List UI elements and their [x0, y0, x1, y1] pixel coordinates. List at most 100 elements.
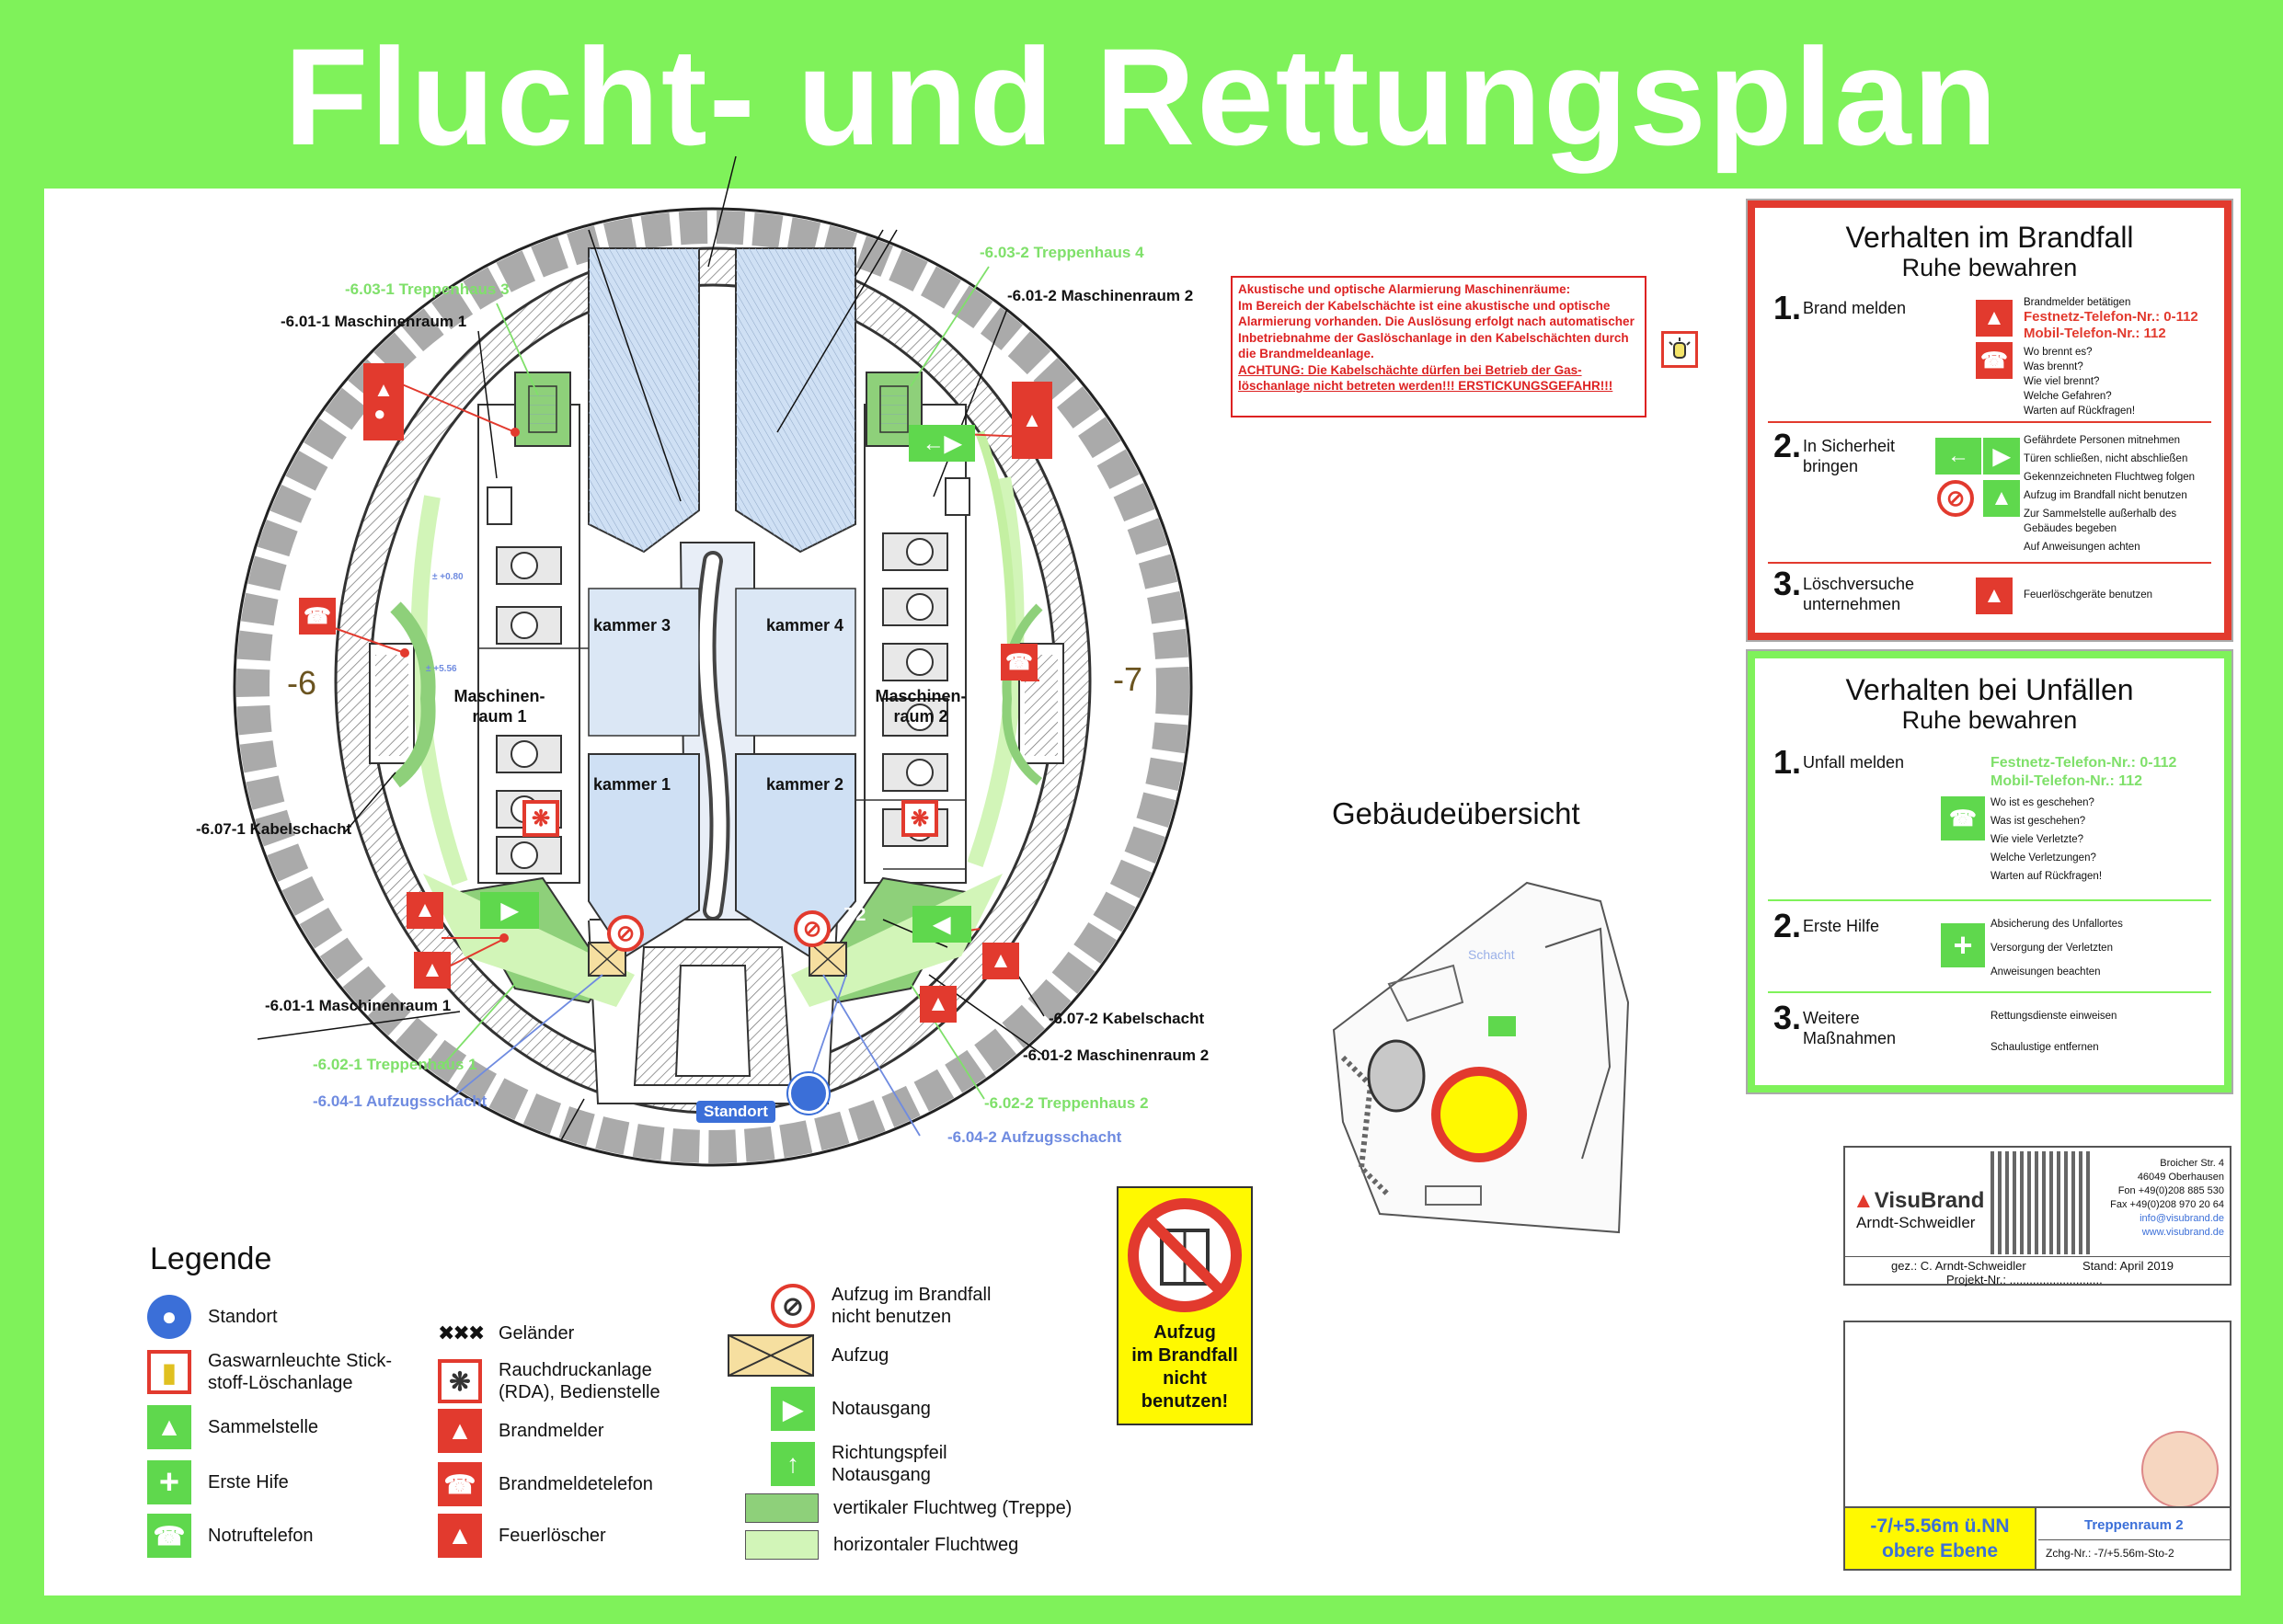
legend-richtung: ↑ Richtungspfeil Notausgang — [771, 1442, 947, 1486]
label-treppenhaus-3: -6.03-1 Treppenhaus 3 — [345, 280, 510, 298]
emergency-exit-arrow-icon: ←▶ — [909, 425, 975, 462]
step-number: 3. — [1773, 565, 1802, 602]
legend-label: Brandmeldetelefon — [499, 1474, 653, 1494]
brandfall-step2-item-7: Auf Anweisungen achten — [2024, 542, 2140, 553]
unfall-step-2: 2. Erste Hilfe — [1773, 909, 1880, 943]
brandfall-step2-item-6: Gebäudes begeben — [2024, 523, 2117, 534]
address-line: Fax +49(0)208 970 20 64 — [2110, 1199, 2224, 1210]
label-kabelschacht-2: -6.07-2 Kabelschacht — [1049, 1010, 1205, 1027]
lift-warning-text: Aufzug im Brandfall nicht benutzen! — [1131, 1322, 1238, 1412]
company-email[interactable]: info@visubrand.de — [2140, 1213, 2224, 1224]
step-label: Unfall melden — [1803, 753, 1905, 772]
legend-label: Notausgang — [832, 1399, 931, 1419]
brandfall-step2-item-5: Zur Sammelstelle außerhalb des — [2024, 509, 2177, 520]
rda-control-icon-left: ❋ — [522, 800, 559, 837]
divider — [1768, 421, 2211, 423]
brandfall-panel: Verhalten im Brandfall Ruhe bewahren 1. … — [1746, 199, 2233, 642]
legend-standort: ● Standort — [147, 1295, 278, 1339]
brandfall-question-2: Was brennt? — [2024, 361, 2083, 372]
horizontal-route-swatch — [745, 1530, 819, 1560]
brandfall-subtitle: Ruhe bewahren — [1901, 254, 2078, 281]
legend-label: Aufzug — [832, 1345, 889, 1366]
legend-label: Standort — [208, 1307, 278, 1327]
label-treppenhaus-2: -6.02-2 Treppenhaus 2 — [984, 1094, 1149, 1112]
vertical-route-swatch — [745, 1493, 819, 1523]
info-box: -7/+5.56m ü.NN obere Ebene Treppenraum 2… — [1843, 1321, 2231, 1571]
current-building — [1440, 1076, 1518, 1153]
unfall-question-1: Wo ist es geschehen? — [1990, 797, 2094, 808]
step-number: 3. — [1773, 999, 1802, 1036]
address-line: Fon +49(0)208 885 530 — [2117, 1185, 2224, 1196]
alarm-heading: Akustische und optische Alarmierung Masc… — [1238, 282, 1571, 296]
overview-title: Gebäudeübersicht — [1332, 796, 1580, 830]
legend-gaswarn: ▮ Gaswarnleuchte Stick- stoff-Löschanlag… — [147, 1350, 392, 1394]
footer-divider — [1845, 1506, 2230, 1508]
lift-warning-sign: Aufzug im Brandfall nicht benutzen! — [1117, 1186, 1253, 1425]
footer-divider-2 — [2038, 1539, 2230, 1540]
alarm-warning: ACHTUNG: Die Kabelschächte dürfen bei Be… — [1238, 362, 1613, 394]
rda-control-icon-right: ❋ — [901, 800, 938, 837]
assembly-point-icon: ▲ — [147, 1405, 191, 1449]
legend-label: Geländer — [499, 1323, 575, 1344]
brandfall-step2-item-4: Aufzug im Brandfall nicht benutzen — [2024, 490, 2187, 501]
elevator-no-fire-icon-left: ⊘ — [607, 915, 644, 952]
legend-aufzugbrand: ⊘ Aufzug im Brandfall nicht benutzen — [771, 1284, 991, 1328]
elevator-no-fire-icon-right: ⊘ — [794, 910, 831, 947]
step-label: Erste Hilfe — [1803, 917, 1880, 935]
step-label: Weitere Maßnahmen — [1803, 1009, 1897, 1047]
label-maschinenraum-2-top: -6.01-2 Maschinenraum 2 — [1007, 287, 1194, 304]
step-number: 1. — [1773, 743, 1802, 781]
brandfall-phone-2: Mobil-Telefon-Nr.: 112 — [2024, 326, 2166, 341]
brandfall-step2-item-2: Türen schließen, nicht abschließen — [2024, 453, 2188, 464]
company-web[interactable]: www.visubrand.de — [2141, 1227, 2224, 1238]
fire-extinguisher-icon: ▲ — [1976, 578, 2013, 614]
unfall-question-5: Warten auf Rückfragen! — [1990, 871, 2103, 882]
label-maschinenraum-1-bottom: -6.01-1 Maschinenraum 1 — [265, 997, 452, 1014]
address-line: 46049 Oberhausen — [2137, 1172, 2224, 1183]
legend-ersthilfe: + Erste Hife — [147, 1460, 289, 1504]
fire-alarm-icon-left: ▲ — [414, 952, 451, 989]
step-label: In Sicherheit bringen — [1803, 437, 1896, 475]
divider — [1768, 562, 2211, 564]
brandfall-step2-item-1: Gefährdete Personen mitnehmen — [2024, 435, 2181, 446]
first-aid-icon: + — [1941, 923, 1985, 967]
footer-zchg: Zchg-Nr.: -7/+5.56m-Sto-2 — [2046, 1547, 2174, 1560]
label-t1: T1 — [568, 905, 591, 925]
legend-label: Gaswarnleuchte Stick- stoff-Löschanlage — [208, 1351, 393, 1393]
label-aufzugsschacht-1: -6.04-1 Aufzugsschacht — [313, 1092, 488, 1110]
brandfall-step-1: 1. Brand melden — [1773, 292, 1906, 325]
overview-schacht-label: Schacht — [1468, 947, 1515, 962]
emergency-phone-icon: ☎ — [147, 1514, 191, 1558]
footer-separator — [2035, 1508, 2036, 1569]
label-maschinenraum-1-room: Maschinen- raum 1 — [453, 687, 545, 726]
fire-alarm-icon: ▲ — [1976, 300, 2013, 337]
fire-alarm-phone-icon: ☎ — [299, 598, 336, 635]
label-maschinenraum-2-bottom: -6.01-2 Maschinenraum 2 — [1023, 1046, 1210, 1064]
label-kammer-3: kammer 3 — [593, 616, 671, 635]
fire-phone-icon: ☎ — [1976, 342, 2013, 379]
neighbour-building — [1367, 1039, 1426, 1113]
company-stand: Stand: April 2019 — [2082, 1259, 2174, 1273]
standort-icon: ● — [147, 1295, 191, 1339]
brandfall-question-5: Warten auf Rückfragen! — [2024, 406, 2136, 417]
fire-extinguisher-icon: ▲ — [438, 1514, 482, 1558]
unfall-step-1: 1. Unfall melden — [1773, 743, 1905, 781]
legend-label: Notruftelefon — [208, 1526, 314, 1546]
legend-sammel: ▲ Sammelstelle — [147, 1405, 318, 1449]
unfall-step2-item-2: Versorgung der Verletzten — [1990, 943, 2113, 954]
legend-label: Brandmelder — [499, 1421, 604, 1441]
no-elevator-icon: ⊘ — [771, 1284, 815, 1328]
legend-feuerloescher: ▲ Feuerlöscher — [438, 1514, 606, 1558]
unfall-question-3: Wie viele Verletzte? — [1990, 834, 2083, 845]
fire-extinguisher-icon-right: ▲ — [982, 943, 1019, 979]
legend-vertikal: vertikaler Fluchtweg (Treppe) — [745, 1493, 1072, 1523]
exit-running-icon: ▶ — [1983, 438, 2020, 475]
legend-label: Feuerlöscher — [499, 1526, 606, 1546]
fire-alarm-and-extinguisher-icon: ▲ — [1012, 382, 1052, 459]
elevation-mark-1: ± +0.80 — [432, 572, 464, 582]
label-kammer-1: kammer 1 — [593, 775, 671, 794]
emergency-phone-icon: ☎ — [1941, 796, 1985, 841]
gas-warning-lamp-icon: ▮ — [147, 1350, 191, 1394]
company-name: VisuBrand — [1874, 1188, 1985, 1213]
unfall-question-2: Was ist geschehen? — [1990, 816, 2086, 827]
